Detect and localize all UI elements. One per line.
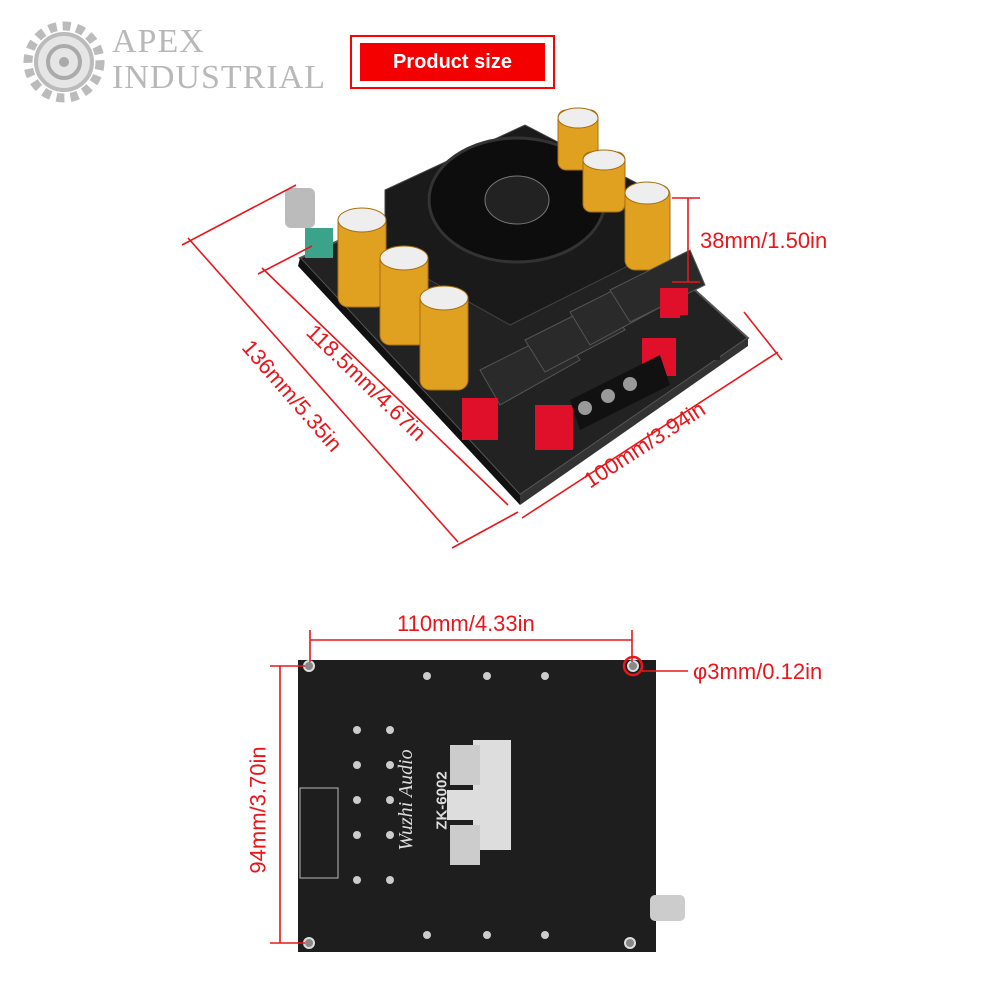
mounting-holes bbox=[303, 660, 639, 949]
capacitors bbox=[337, 107, 671, 391]
top-dimension-lines bbox=[181, 184, 783, 549]
bottom-dimension-lines bbox=[270, 630, 688, 944]
gear-icon bbox=[23, 21, 105, 103]
hole-diameter-label: φ3mm/0.12in bbox=[693, 659, 823, 684]
watermark-line2: INDUSTRIAL bbox=[112, 59, 326, 96]
volume-knob bbox=[285, 188, 315, 228]
watermark-line1: APEX bbox=[112, 23, 205, 60]
heatsink bbox=[447, 740, 511, 865]
amplifier-board-bottom-view bbox=[298, 655, 685, 952]
height-label: 38mm/1.50in bbox=[700, 228, 828, 253]
volume-knob-bottom bbox=[650, 895, 685, 921]
product-size-banner: Product size bbox=[350, 35, 555, 89]
banner-label: Product size bbox=[360, 43, 545, 81]
solder-pads bbox=[353, 672, 549, 939]
hole-spacing-height-label: 94mm/3.70in bbox=[245, 746, 271, 874]
screw-terminal bbox=[570, 315, 720, 430]
amplifier-board-top-view bbox=[285, 107, 750, 505]
inductors bbox=[479, 249, 706, 406]
board-model: ZK-6002 bbox=[433, 771, 451, 830]
board-brand: Wuzhi Audio bbox=[395, 749, 417, 851]
hole-spacing-width-label: 110mm/4.33in bbox=[397, 611, 535, 636]
